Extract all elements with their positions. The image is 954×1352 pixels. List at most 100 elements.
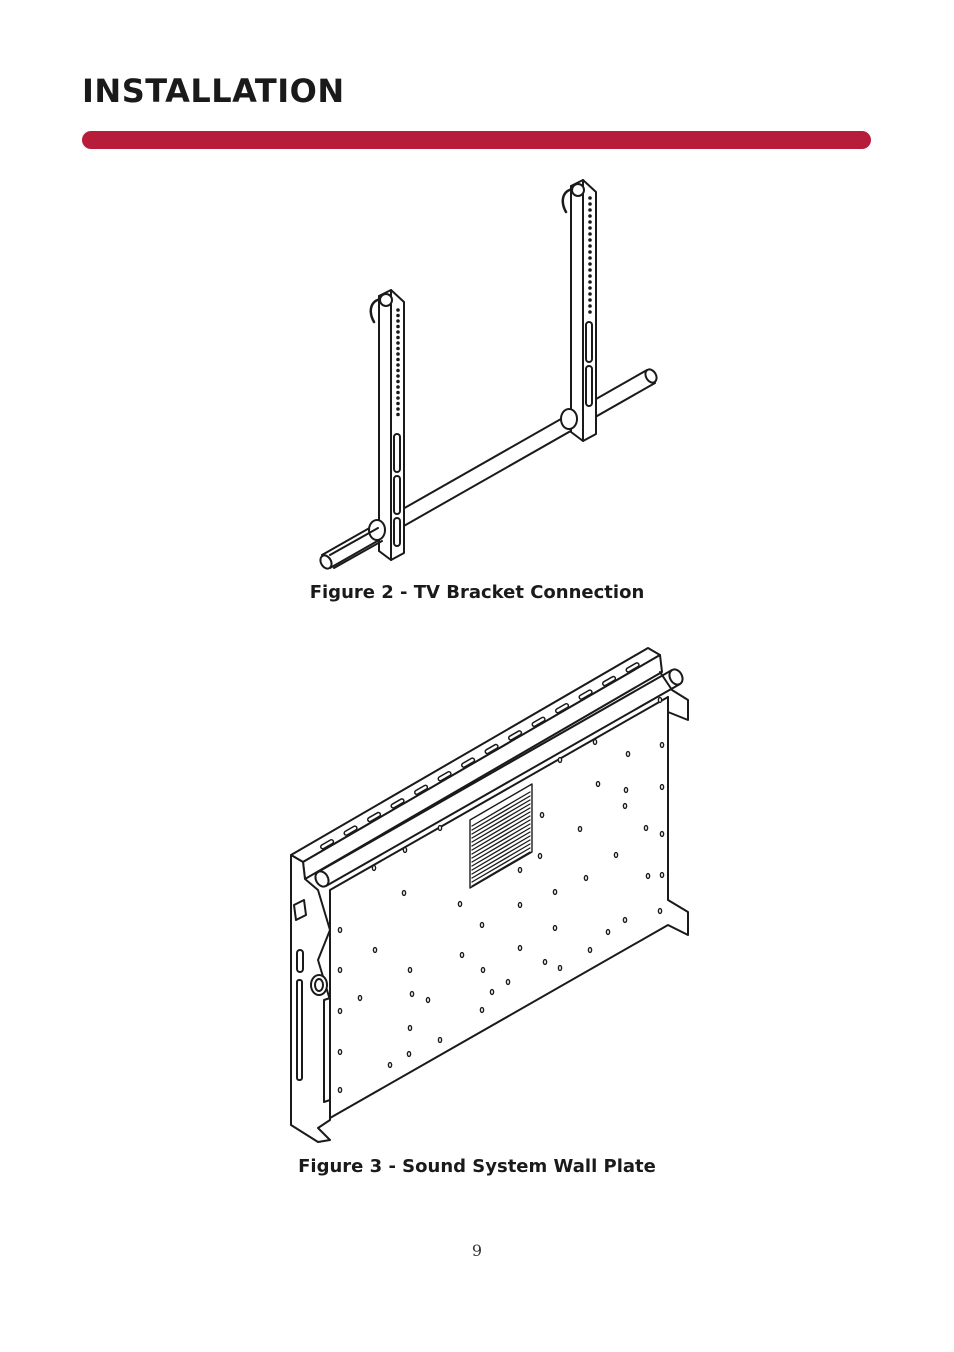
- bracket-hole: [396, 385, 400, 389]
- mounting-hole: [372, 946, 378, 954]
- mounting-hole: [542, 958, 548, 966]
- bracket-hole: [588, 244, 592, 248]
- tv-bracket-drawing: [319, 179, 658, 570]
- bracket-hole: [588, 286, 592, 290]
- bracket-hole: [396, 324, 400, 329]
- mounting-hole: [623, 786, 629, 794]
- bracket-hole: [396, 319, 400, 323]
- bracket-hole: [396, 412, 400, 417]
- bracket-hole: [588, 208, 592, 212]
- bracket-hole: [588, 238, 592, 242]
- mounting-hole: [425, 996, 431, 1004]
- mounting-hole: [659, 871, 665, 879]
- bracket-hole: [396, 357, 400, 362]
- bracket-hole: [396, 396, 400, 400]
- bracket-hole: [588, 196, 592, 200]
- bracket-hole: [588, 232, 592, 236]
- mounting-hole: [457, 900, 463, 908]
- mounting-hole: [505, 978, 511, 986]
- bracket-hole: [588, 250, 592, 254]
- bracket-hole: [396, 346, 400, 351]
- mounting-hole: [402, 846, 408, 854]
- mounting-hole: [479, 921, 485, 929]
- mounting-hole: [406, 1050, 412, 1058]
- mounting-hole: [587, 946, 593, 954]
- figure-3-caption: Figure 3 - Sound System Wall Plate: [298, 1156, 656, 1177]
- bracket-hole: [396, 341, 400, 345]
- mounting-hole: [659, 830, 665, 838]
- mounting-hole: [371, 864, 377, 872]
- bracket-hole: [588, 292, 592, 296]
- mounting-hole: [595, 780, 601, 788]
- mounting-hole: [622, 802, 628, 810]
- mounting-hole: [479, 1006, 485, 1014]
- page-title: INSTALLATION: [82, 72, 345, 110]
- mounting-hole: [480, 966, 486, 974]
- bracket-hole: [396, 330, 400, 334]
- mounting-hole: [489, 988, 495, 996]
- mounting-hole: [605, 928, 611, 936]
- bracket-hole: [396, 335, 400, 340]
- bracket-hole: [396, 379, 400, 384]
- mounting-hole: [337, 926, 343, 934]
- mounting-hole: [537, 852, 543, 860]
- mounting-hole: [657, 907, 663, 915]
- bracket-hole: [396, 352, 400, 356]
- bracket-hole: [588, 298, 592, 302]
- mounting-hole: [622, 916, 628, 924]
- bracket-hole: [588, 214, 592, 218]
- mounting-hole: [337, 966, 343, 974]
- mounting-hole: [437, 1036, 443, 1044]
- left-bracket-icon: [368, 289, 405, 561]
- bracket-hole: [588, 202, 592, 206]
- title-rule: [82, 131, 871, 149]
- bracket-hole: [396, 374, 400, 378]
- mounting-hole: [557, 756, 563, 764]
- mounting-hole: [459, 951, 465, 959]
- mounting-hole: [407, 966, 413, 974]
- figure-2-caption: Figure 2 - TV Bracket Connection: [309, 582, 645, 603]
- bracket-hole: [588, 226, 592, 230]
- bracket-hole: [588, 280, 592, 284]
- wall-plate-drawing: [290, 647, 689, 1143]
- mounting-hole: [337, 1048, 343, 1056]
- bracket-hole: [588, 310, 592, 314]
- mounting-hole: [517, 866, 523, 874]
- mounting-hole: [645, 872, 651, 880]
- bracket-hole: [588, 274, 592, 278]
- bracket-hole: [396, 407, 400, 411]
- bracket-hole: [588, 256, 592, 260]
- mounting-hole: [437, 824, 443, 832]
- mounting-hole: [552, 924, 558, 932]
- knob-icon: [293, 899, 328, 996]
- mounting-hole: [517, 944, 523, 952]
- bracket-hole: [396, 390, 400, 395]
- bracket-hole: [396, 313, 400, 318]
- mounting-hole: [552, 888, 558, 896]
- bracket-hole: [396, 363, 400, 367]
- mounting-hole: [657, 696, 663, 704]
- mounting-hole: [625, 750, 631, 758]
- mounting-hole: [337, 1007, 343, 1015]
- mounting-hole: [583, 874, 589, 882]
- bracket-hole: [588, 268, 592, 272]
- mounting-hole: [357, 994, 363, 1002]
- mounting-hole: [409, 990, 415, 998]
- bracket-hole: [588, 262, 592, 266]
- rod-icon: [319, 368, 658, 570]
- mounting-hole: [577, 825, 583, 833]
- mounting-hole: [539, 811, 545, 819]
- bracket-hole: [588, 304, 592, 308]
- mounting-hole: [401, 889, 407, 897]
- bracket-hole: [396, 401, 400, 406]
- mounting-hole: [337, 1086, 343, 1094]
- mounting-hole: [659, 783, 665, 791]
- page-number: 9: [471, 1241, 483, 1260]
- mounting-hole: [613, 851, 619, 859]
- bracket-hole: [396, 308, 400, 312]
- mounting-hole: [557, 964, 563, 972]
- mounting-hole: [517, 901, 523, 909]
- mounting-hole: [387, 1061, 393, 1069]
- mounting-hole: [659, 741, 665, 749]
- bracket-hole: [396, 368, 400, 373]
